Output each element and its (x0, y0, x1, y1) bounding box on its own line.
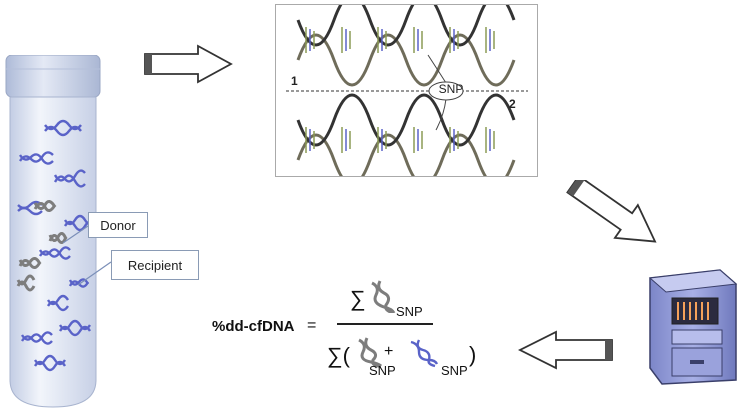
donor-dna-icon (358, 337, 383, 368)
arrow-icon (517, 330, 613, 370)
donor-dna-icon (371, 280, 396, 313)
strand-2-label: 2 (509, 97, 516, 111)
fraction-bar (337, 323, 433, 325)
sequencer-machine-icon (648, 269, 738, 385)
denominator-snp-1: SNP (369, 363, 396, 378)
strand-1-label: 1 (291, 74, 298, 88)
donor-label: Donor (88, 212, 148, 238)
denominator-close-paren: ) (469, 342, 477, 367)
arrow-icon (566, 180, 657, 243)
dna-fragments (16, 119, 97, 372)
snp-label: SNP (438, 82, 464, 96)
denominator-snp-2: SNP (441, 363, 468, 378)
formula-lhs: %dd-cfDNA (212, 318, 295, 335)
recipient-label: Recipient (111, 250, 199, 280)
denominator-plus: + (384, 343, 394, 360)
arrow-icon (144, 44, 233, 84)
formula-equals: = (307, 317, 317, 334)
denominator-sum: ∑( (327, 343, 351, 368)
numerator-snp: SNP (396, 304, 423, 319)
dna-helix-icon (286, 5, 528, 176)
label-leader-lines (62, 225, 112, 286)
numerator-sum: ∑ (350, 286, 366, 311)
recipient-dna-icon (410, 339, 439, 368)
